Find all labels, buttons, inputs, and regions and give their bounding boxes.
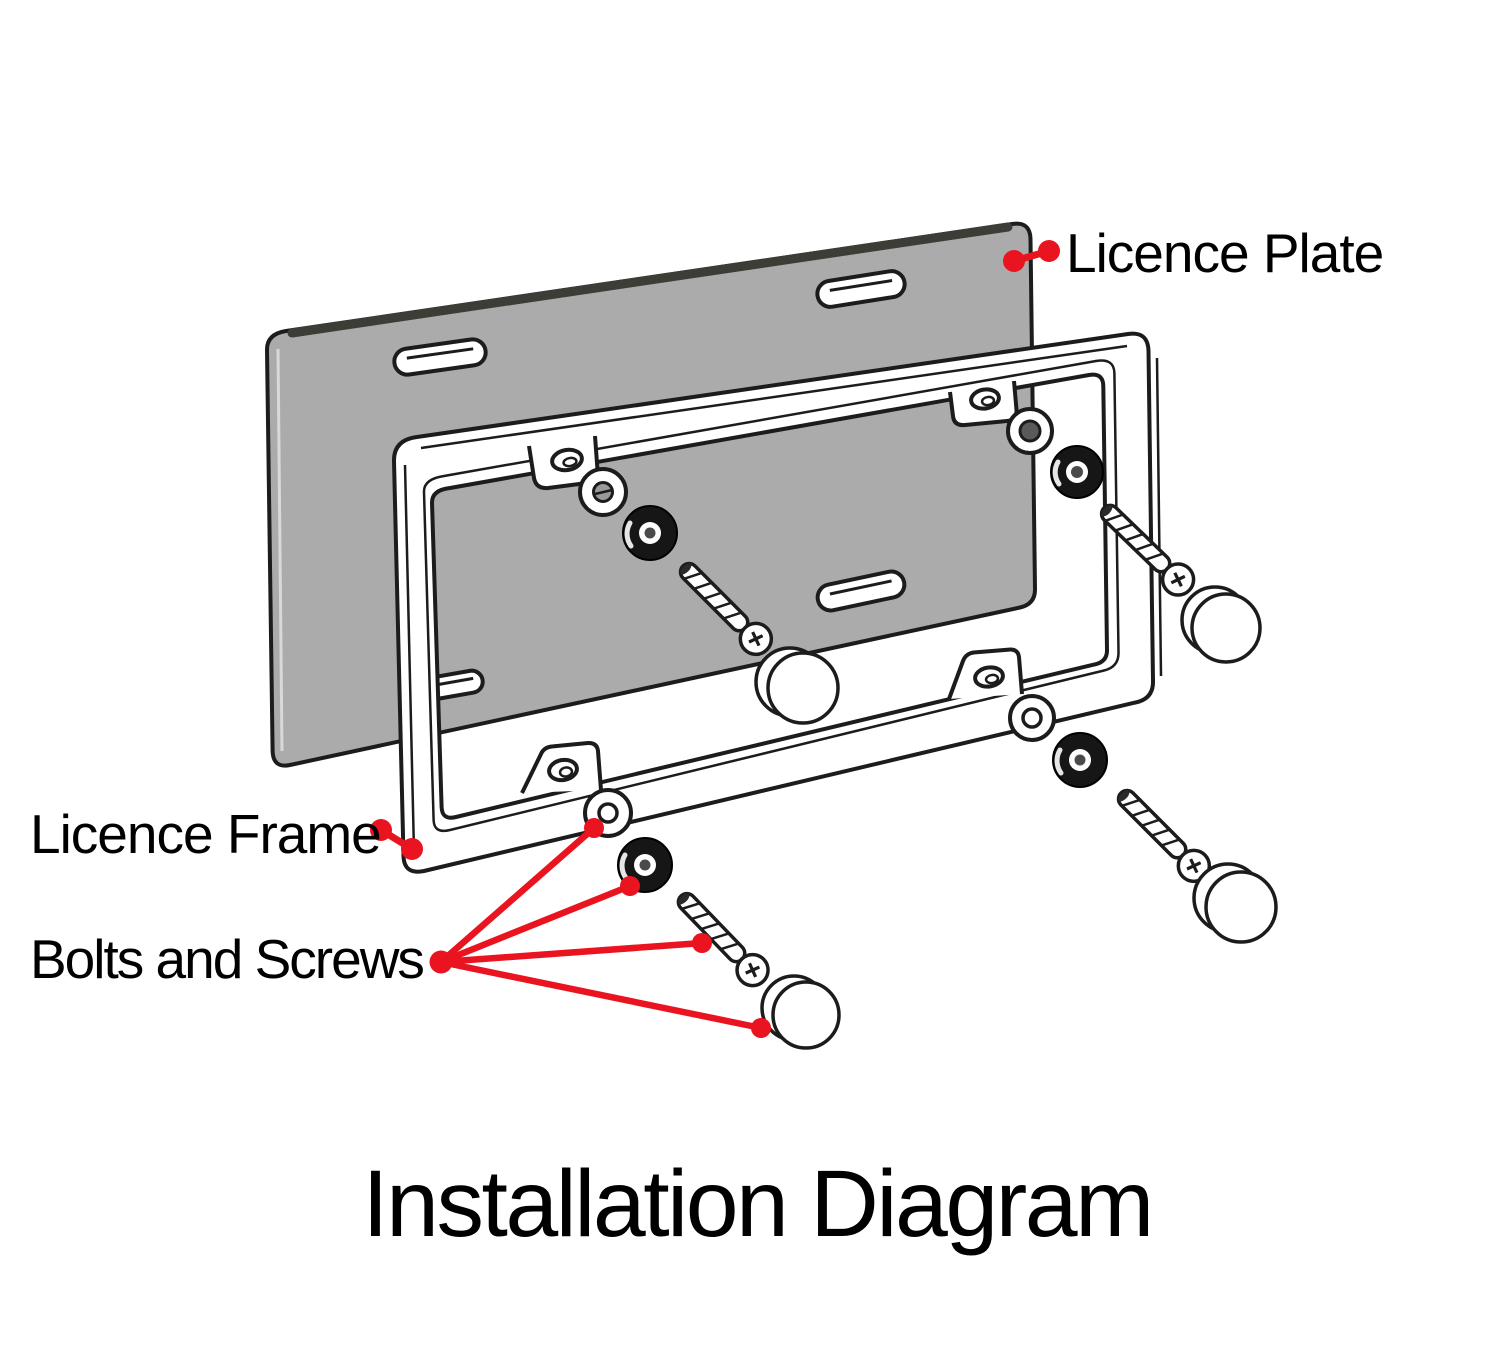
callout-dot <box>1003 250 1025 272</box>
lock-washer-highlight <box>1054 747 1064 776</box>
screw-head-phillips <box>1186 858 1202 874</box>
plate-left-edge-highlight <box>276 348 284 752</box>
licence-plate-graphic <box>264 221 1038 768</box>
screw-threads <box>681 902 739 951</box>
screw-threads <box>1105 513 1164 561</box>
hardware-set-top-left <box>578 467 840 725</box>
lock-washer-top-left <box>622 505 678 561</box>
screw-top-right <box>1099 503 1196 597</box>
washer-hole-mark <box>594 488 613 496</box>
cap-top-left <box>754 646 840 725</box>
callout-dot <box>620 876 640 896</box>
cap-bottom-right <box>1192 862 1278 944</box>
flat-washer-bottom-right <box>1008 694 1056 742</box>
bolts-and-screws-label: Bolts and Screws <box>30 928 423 990</box>
licence-frame-graphic <box>391 331 1163 874</box>
screw-tip <box>1101 505 1113 517</box>
slot-outline <box>815 269 907 309</box>
lock-washer-highlight <box>619 852 629 881</box>
cap-top-right <box>1180 585 1262 664</box>
screw-tip <box>678 893 690 905</box>
lock-washer-center <box>639 859 651 871</box>
frame-bevel-line <box>422 359 1120 833</box>
screw-head-phillips <box>1170 572 1186 587</box>
callout-dot <box>751 1018 771 1038</box>
tab-hole-inner <box>558 766 574 778</box>
slot-outline <box>392 337 488 377</box>
frame-body <box>391 331 1156 874</box>
lock-washer-center <box>1074 754 1086 766</box>
callout-dot <box>692 933 712 953</box>
lock-washer-bottom-right <box>1052 732 1108 788</box>
plate-slot-top-right <box>815 269 907 309</box>
slot-inner-line <box>406 347 474 360</box>
screw-threads <box>1122 798 1180 847</box>
cap-front <box>771 980 841 1050</box>
callout-licence-plate: Licence Plate <box>1003 222 1384 284</box>
frame-left-face-line <box>403 464 416 853</box>
cap-bottom-left <box>760 974 841 1050</box>
tab-hole-inner <box>562 456 578 468</box>
callout-licence-frame: Licence Frame <box>30 803 423 865</box>
callout-dot <box>370 819 392 841</box>
washer-hole <box>1018 419 1042 443</box>
lock-washer-highlight <box>624 520 634 549</box>
flat-washer-top-right <box>1006 407 1054 455</box>
hardware-set-bottom-right <box>1008 694 1278 944</box>
frame-tab-bottom-left <box>520 740 603 794</box>
screw-threads <box>684 571 742 620</box>
screw-top-left <box>678 561 774 657</box>
washer-hole <box>597 802 619 824</box>
screw-head-phillips <box>745 962 761 978</box>
washer-hole <box>1021 707 1043 729</box>
frame-right-face-line <box>1155 357 1163 677</box>
callout-dot <box>401 838 423 860</box>
tab-hole-inner <box>980 395 996 407</box>
screw-bottom-right <box>1116 788 1212 884</box>
licence-plate-label: Licence Plate <box>1066 222 1383 284</box>
callout-fan-lines <box>438 825 762 1032</box>
lock-washer-highlight <box>1052 459 1062 487</box>
plate-slot-bottom-right <box>815 569 907 613</box>
diagram-title: Installation Diagram <box>362 1151 1152 1257</box>
slot-inner-line <box>829 279 893 292</box>
screw-bottom-left <box>676 891 770 988</box>
cap-front <box>1190 592 1262 664</box>
plate-top-edge <box>287 222 1013 338</box>
callout-bolts-and-screws: Bolts and Screws <box>30 818 771 1038</box>
slot-outline <box>815 569 907 613</box>
callout-dot <box>1038 240 1060 262</box>
licence-frame-label: Licence Frame <box>30 803 381 865</box>
cap-front <box>1204 870 1278 944</box>
screw-head-phillips <box>748 631 764 647</box>
tab-hole-inner <box>984 673 1000 685</box>
lock-washer-center <box>1071 466 1083 478</box>
licence-plate-body <box>264 221 1038 768</box>
plate-slot-top-left <box>392 337 488 377</box>
screw-tip <box>1118 790 1130 802</box>
frame-top-face-line <box>420 344 1128 450</box>
callout-dot <box>584 818 604 838</box>
lock-washer-center <box>644 527 656 539</box>
cap-front <box>766 651 840 725</box>
lock-washer-top-right <box>1050 445 1104 499</box>
hardware-set-top-right <box>1006 407 1262 664</box>
screw-tip <box>680 563 692 575</box>
callout-dot <box>429 950 453 974</box>
flat-washer-top-left <box>578 467 628 517</box>
hardware-set-bottom-left <box>583 788 841 1050</box>
frame-tab-bottom-right <box>947 647 1024 700</box>
slot-inner-line <box>829 579 892 596</box>
